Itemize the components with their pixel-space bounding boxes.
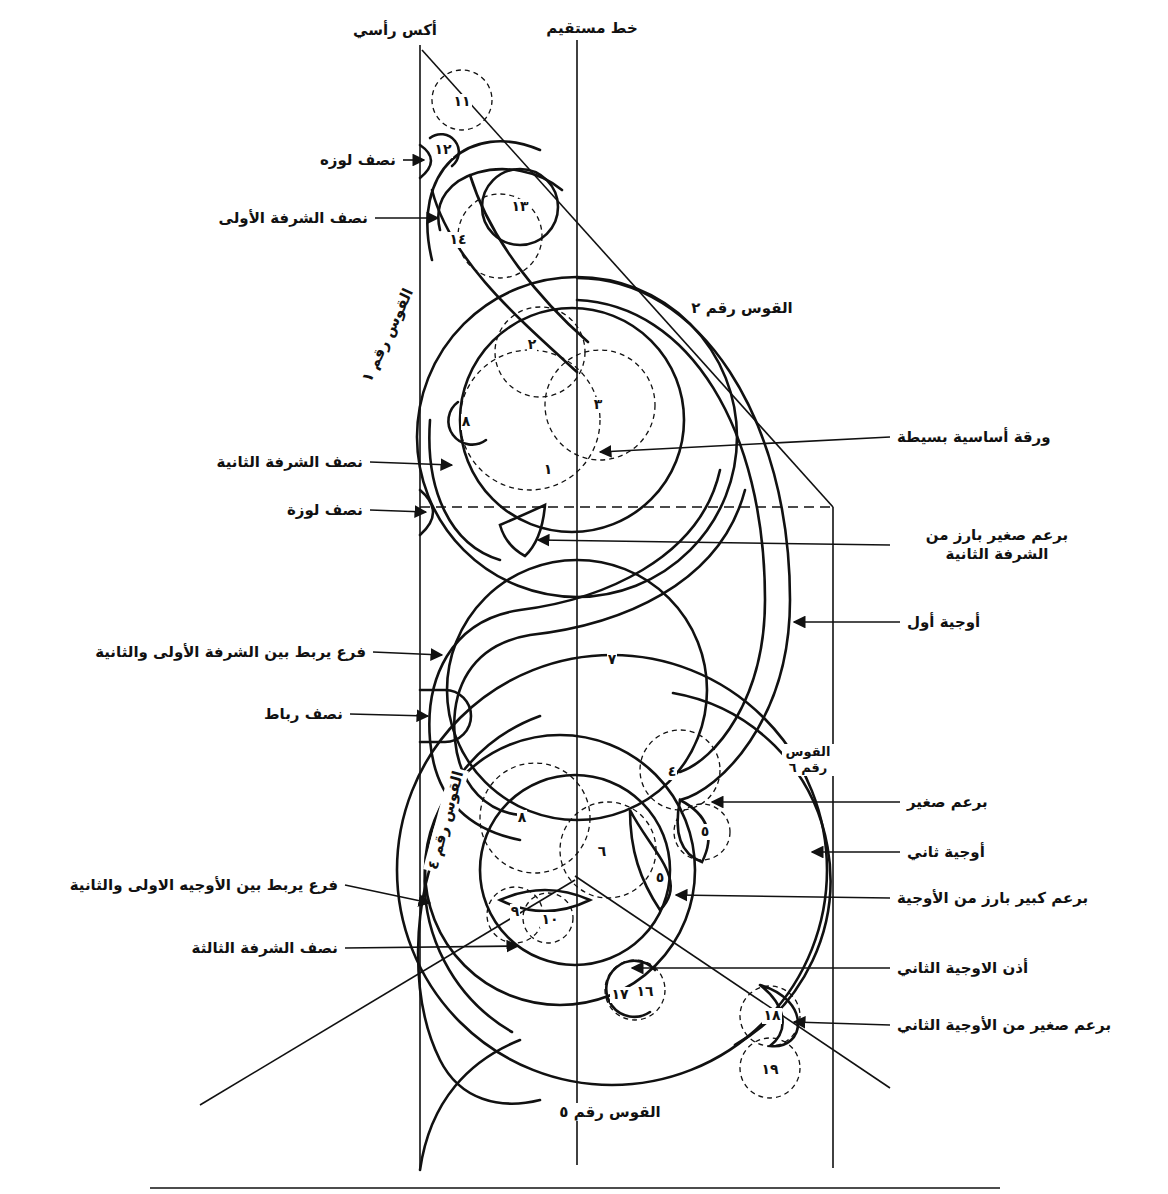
leader-arrow: [632, 967, 890, 969]
annotation-label: أوجية أول: [905, 613, 982, 632]
annotation-label: خط مستقيم: [544, 19, 639, 38]
leader-arrow: [350, 714, 428, 716]
leader-arrow: [345, 885, 430, 903]
annotation-label: القوس رقم ٤: [423, 767, 468, 874]
ornament-lines: [397, 134, 830, 1170]
dashed-circle: [545, 350, 655, 460]
stem: [470, 175, 588, 342]
callout-number: ٤: [667, 764, 678, 779]
callout-number: ٩: [510, 904, 521, 919]
annotation-label: القوس رقم ٦: [782, 744, 834, 777]
leader-arrow: [676, 895, 890, 898]
leader-arrow: [370, 510, 426, 512]
callout-number: ٨: [461, 414, 472, 429]
first-ogee: [577, 300, 765, 772]
dashed-guide: [420, 506, 833, 508]
arc-seven: [447, 560, 707, 820]
stem: [432, 190, 577, 372]
callout-number: ١: [543, 462, 554, 477]
leader-arrow: [812, 851, 900, 853]
annotation-label: أذن الاوجية الثاني: [895, 959, 1030, 978]
callout-number: ١٧: [610, 987, 629, 1002]
dashed-circle: [605, 960, 665, 1020]
callout-number: ١٩: [760, 1062, 779, 1077]
leader-arrow: [794, 621, 900, 623]
lower-branch: [420, 1040, 520, 1170]
annotation-label: القوس رقم ٢: [689, 299, 795, 318]
leader-arrow: [600, 437, 890, 452]
annotation-label: نصف رباط: [262, 705, 345, 724]
annotation-label: برعم كبير بارز من الأوجية: [895, 889, 1090, 908]
annotation-label: ورقة أساسية بسيطة: [895, 428, 1053, 447]
leader-arrow: [538, 540, 890, 545]
construction-lines: [150, 40, 1000, 1188]
first-crest: [438, 169, 562, 230]
leader-arrow: [403, 159, 424, 161]
large-bud: [630, 810, 671, 910]
leader-arrow: [370, 462, 452, 465]
annotation-label: أكس رأسي: [351, 21, 439, 40]
leader-arrow: [373, 652, 442, 655]
basic-leaf: [460, 308, 684, 532]
dashed-circle: [460, 350, 600, 490]
callout-number: ٢: [527, 337, 538, 352]
leader-arrow: [345, 946, 518, 948]
right-border: [832, 507, 834, 1168]
dashed-circle: [495, 307, 585, 397]
callout-number: ١٤: [448, 232, 467, 247]
half-lozenge: [420, 145, 431, 178]
callout-number: ١٣: [510, 199, 529, 214]
callout-number: ٦: [597, 844, 608, 859]
diagonal-border: [422, 50, 833, 507]
bud: [500, 505, 545, 556]
annotation-label: برعم صغير: [905, 793, 990, 812]
ogee-ear: [606, 961, 655, 1017]
callout-number: ٥: [700, 824, 711, 839]
straight-line: [576, 40, 578, 1165]
second-crest: [429, 420, 500, 560]
diagonal-guide: [200, 880, 575, 1105]
connecting-branch: [429, 470, 720, 840]
annotation-label: نصف لوزة: [285, 501, 365, 520]
callout-number: ١٦: [635, 984, 654, 999]
arc-four: [425, 716, 540, 1032]
leader-arrow: [712, 801, 900, 803]
annotation-label: أوجية ثاني: [905, 843, 987, 862]
arc-five: [397, 655, 827, 1085]
leader-arrow: [794, 1022, 890, 1025]
small-leaf: [448, 402, 486, 445]
dashed-circle: [432, 70, 492, 130]
annotation-label: نصف لوزه: [318, 151, 398, 170]
annotation-label: برعم صغير من الأوجية الثاني: [895, 1016, 1113, 1035]
annotation-label: نصف الشرفة الأولى: [217, 209, 370, 228]
leader-arrow: [375, 217, 438, 219]
callout-number: ٣: [593, 397, 604, 412]
annotation-label: نصف الشرفة الثالثة: [190, 939, 340, 958]
first-crest: [427, 141, 540, 260]
base-line: [150, 1187, 1000, 1189]
small-loop: [430, 134, 459, 166]
inner-circle: [480, 775, 670, 965]
annotation-label: برعم صغير بارز من الشرفة الثانية: [895, 526, 1099, 564]
dashed-circle: [523, 893, 573, 943]
callout-number: ١٨: [762, 1008, 781, 1023]
callout-number: ١١: [452, 94, 471, 109]
callout-number: ٧: [607, 652, 618, 667]
annotation-label: نصف الشرفة الثانية: [215, 453, 365, 472]
callout-number: ١٠: [540, 912, 559, 927]
annotation-label: القوس رقم ١: [357, 283, 419, 387]
callout-number: ٨: [517, 810, 528, 825]
diagonal-guide: [575, 876, 890, 1088]
annotation-label: فرع يربط بين الشرفة الأولى والثانية: [93, 643, 368, 662]
annotation-label: القوس رقم ٥: [557, 1103, 663, 1122]
annotation-label: فرع يربط بين الأوجيه الاولى والثانية: [68, 876, 340, 895]
small-bud: [760, 985, 798, 1046]
callout-number: ٥: [655, 870, 666, 885]
callout-number: ١٢: [433, 142, 452, 157]
leader-lines: [345, 160, 900, 1025]
